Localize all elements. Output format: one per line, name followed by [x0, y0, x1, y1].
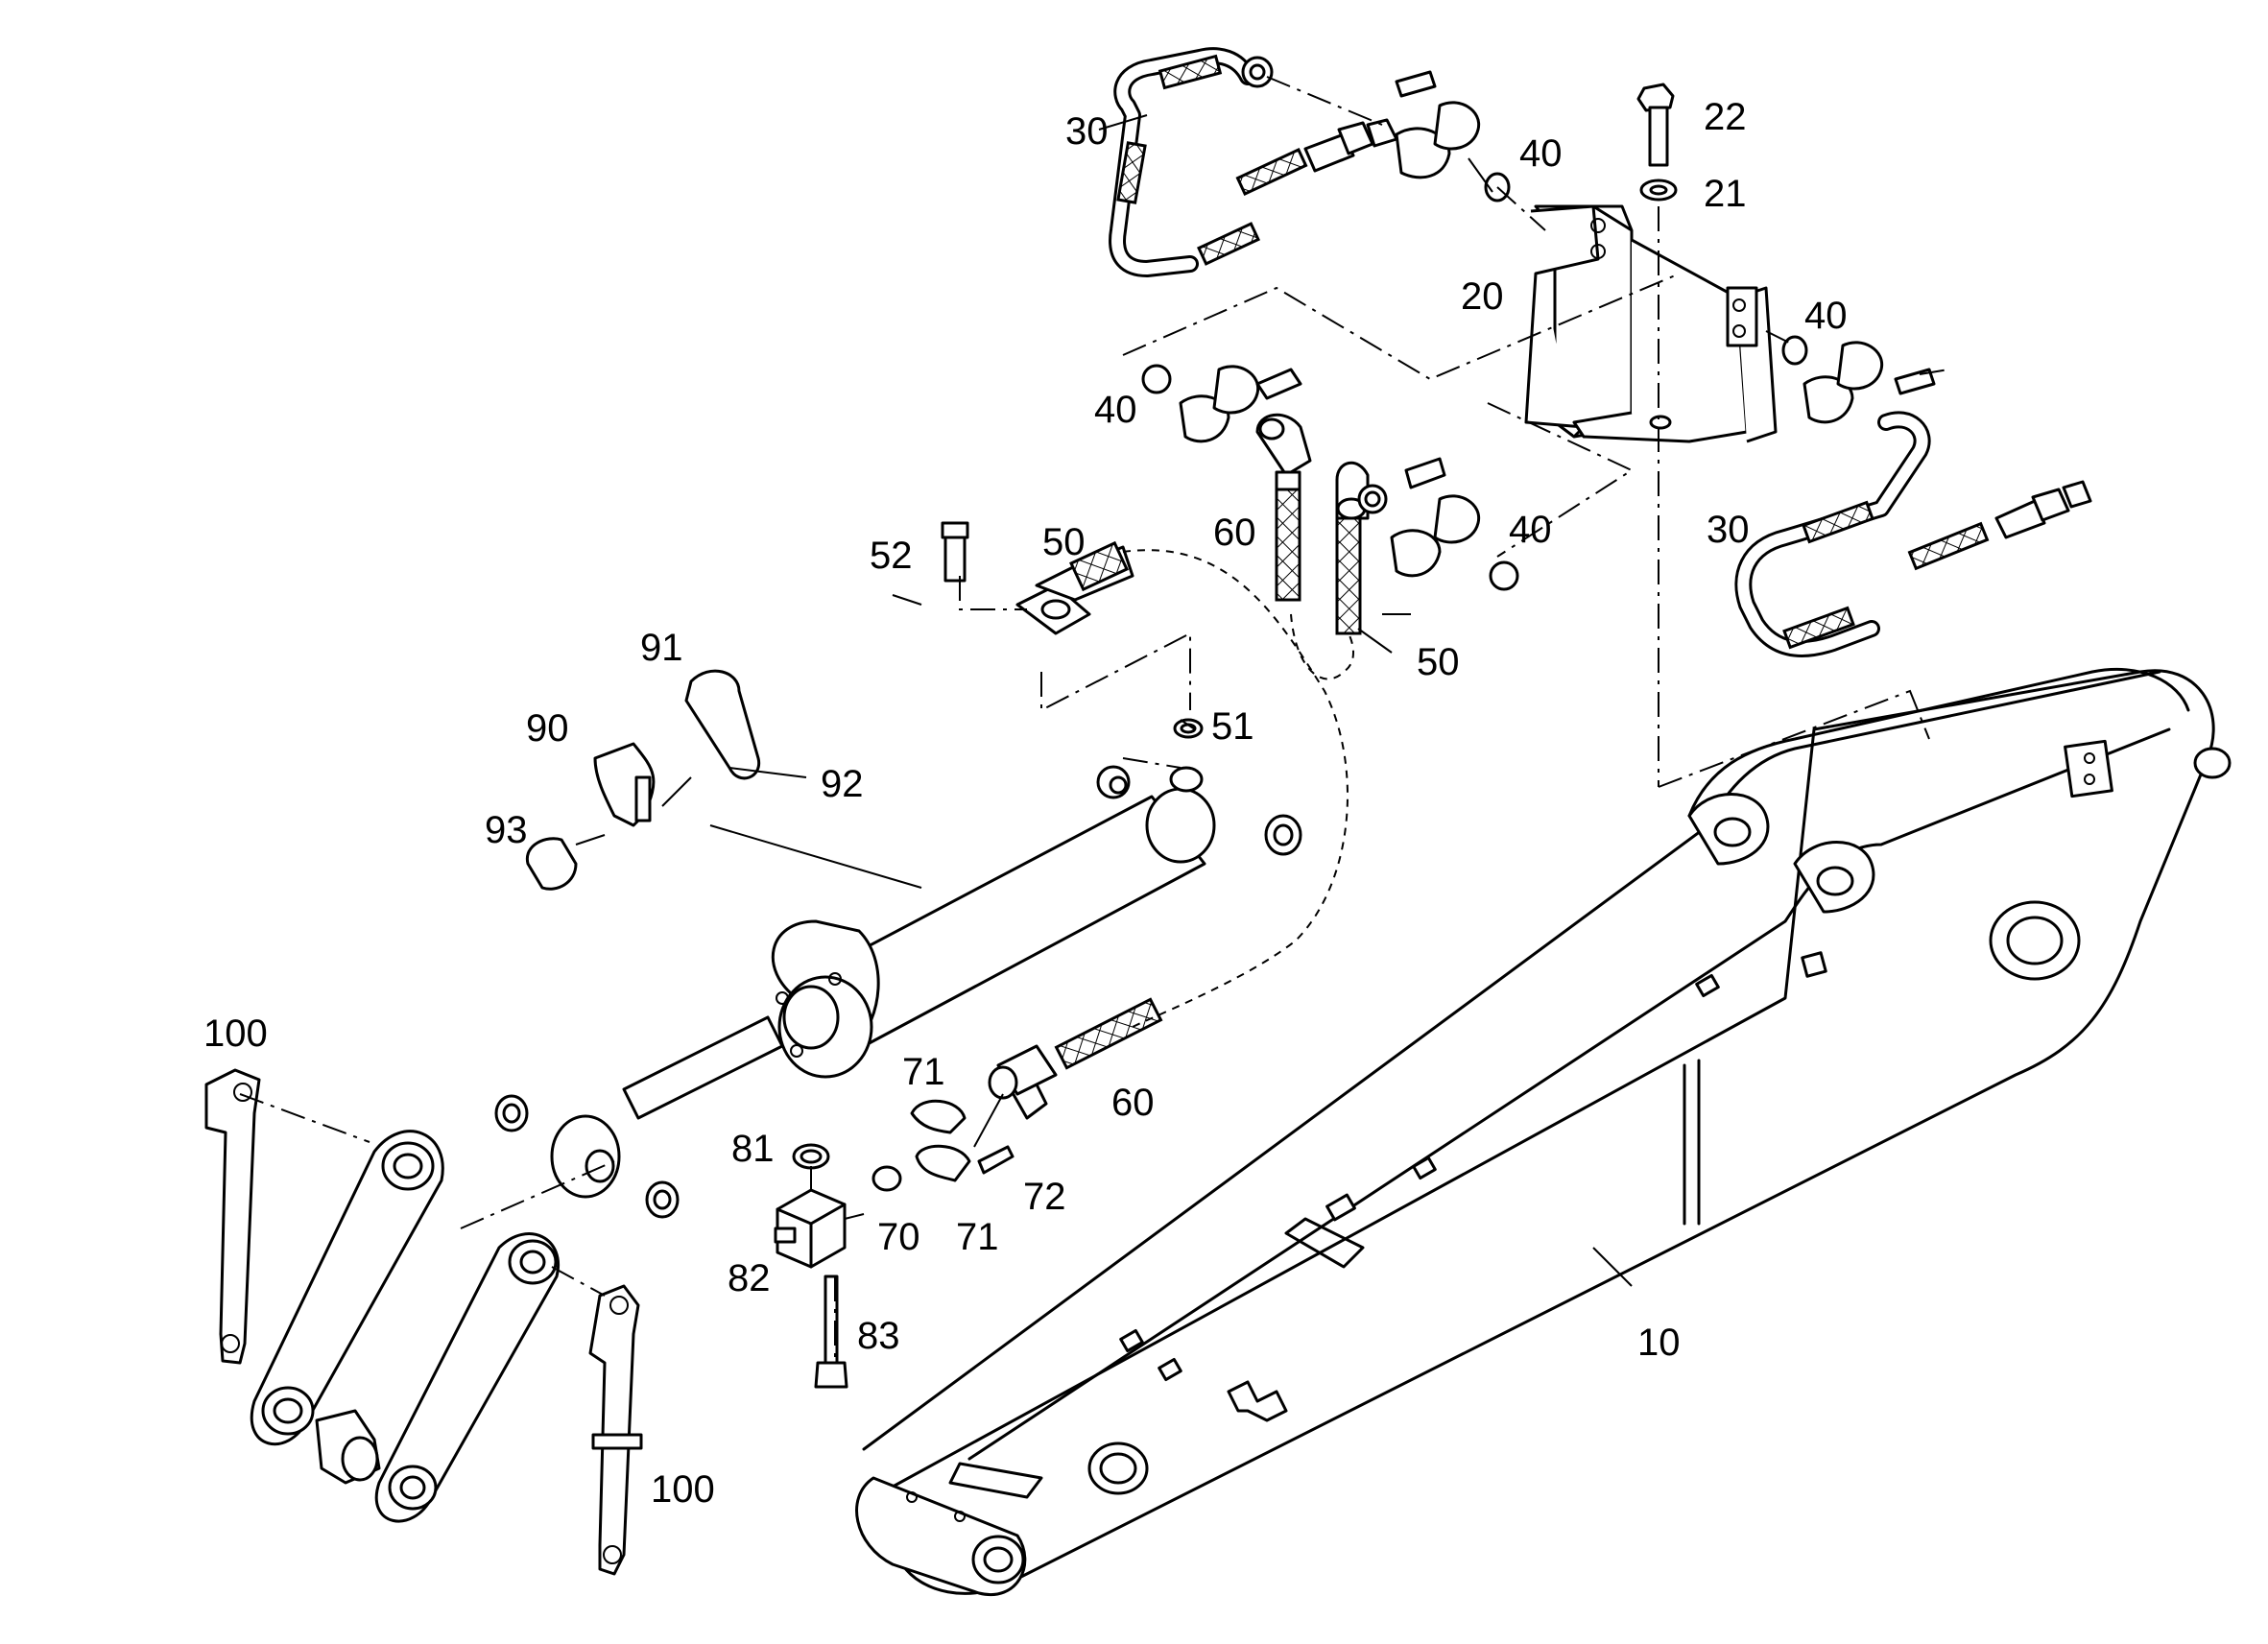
callout-70: 70 [877, 1216, 920, 1258]
callout-40-right: 40 [1804, 295, 1848, 337]
callout-22: 22 [1704, 96, 1747, 138]
callout-50-lower: 50 [1417, 641, 1460, 683]
boom-arm [855, 667, 2232, 1596]
callout-71-lower: 71 [956, 1216, 999, 1258]
callout-81: 81 [731, 1128, 775, 1170]
callout-40-left: 40 [1094, 389, 1137, 431]
callout-93: 93 [485, 809, 528, 851]
callout-20: 20 [1461, 275, 1504, 318]
callout-82: 82 [728, 1257, 771, 1299]
callout-30-left: 30 [1065, 110, 1109, 153]
callout-30-right: 30 [1707, 509, 1750, 551]
callout-100-bottom: 100 [651, 1468, 715, 1511]
callout-labels: 10 20 21 22 30 30 40 40 40 40 50 50 51 5… [203, 96, 1848, 1511]
callout-50-upper: 50 [1042, 521, 1086, 563]
valve-block [774, 1063, 1048, 1389]
callout-100-top: 100 [203, 1013, 268, 1055]
linkage [204, 1068, 643, 1576]
leader-lines [575, 594, 1633, 1287]
callout-60-lower: 60 [1111, 1082, 1155, 1124]
hydraulic-cylinder [494, 765, 1302, 1219]
callout-10: 10 [1637, 1322, 1681, 1364]
callout-52: 52 [870, 535, 913, 577]
callout-92: 92 [821, 763, 864, 805]
hoses [988, 47, 2092, 1100]
assembly-lines [239, 76, 1949, 1363]
callout-40-middle: 40 [1509, 509, 1552, 551]
callout-71-upper: 71 [902, 1051, 945, 1093]
bracket [1524, 83, 1778, 443]
callout-72: 72 [1023, 1176, 1066, 1218]
callout-91: 91 [640, 627, 683, 669]
callout-60-upper: 60 [1213, 512, 1256, 554]
flange-clamps [1141, 70, 1936, 591]
callout-83: 83 [857, 1315, 900, 1357]
callout-40-top: 40 [1519, 132, 1563, 175]
callout-21: 21 [1704, 173, 1747, 215]
callout-51: 51 [1211, 705, 1254, 748]
callout-90: 90 [526, 707, 569, 750]
